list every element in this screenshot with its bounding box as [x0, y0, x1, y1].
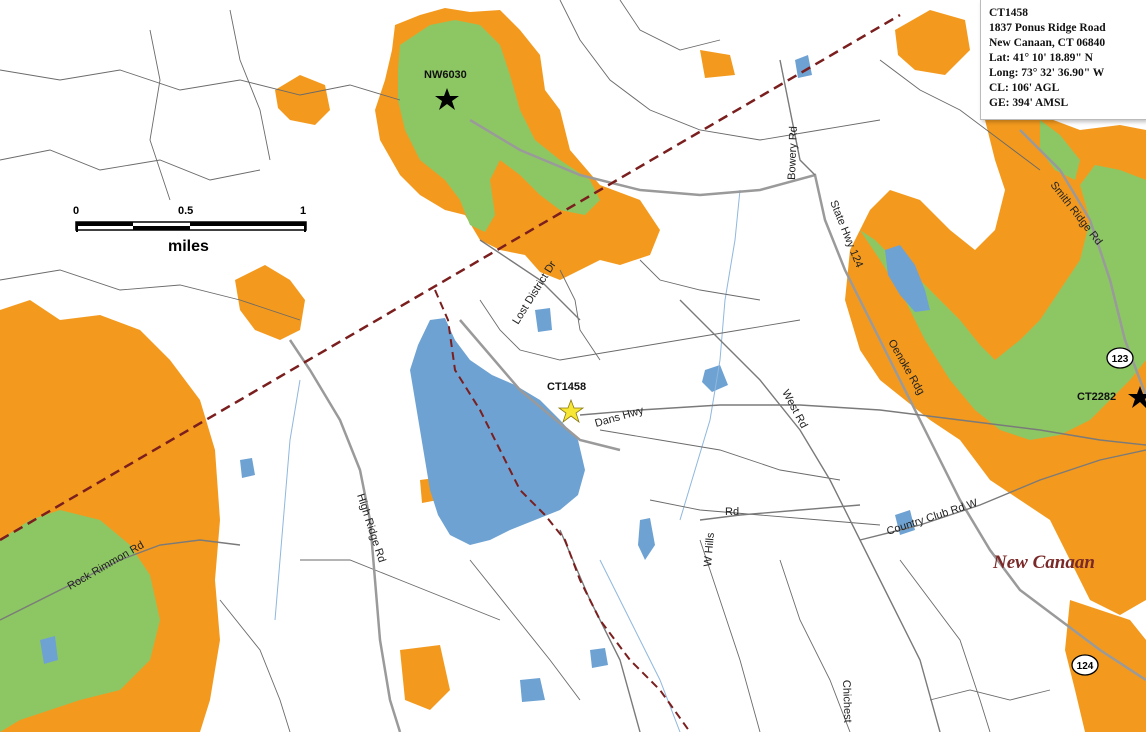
site-nw6030[interactable]: NW6030 [424, 69, 467, 110]
road-minor-3 [149, 29, 171, 201]
road-minor-12 [779, 559, 851, 732]
info-city: New Canaan, CT 06840 [989, 37, 1106, 49]
coverage-orange-nw-blob [275, 75, 330, 125]
road-minor-18 [559, 269, 601, 361]
star-icon-black [435, 88, 459, 110]
lake [410, 318, 585, 545]
label-dans-hwy: Dans Hwy [594, 404, 646, 429]
info-lat: Lat: 41° 10' 18.89" N [989, 52, 1093, 64]
road-w-hills [699, 504, 861, 521]
road-smith-ridge [1019, 129, 1146, 396]
route-shield-123-label: 123 [1112, 354, 1129, 365]
coverage-orange-se [1065, 600, 1146, 732]
road-minor-16 [469, 559, 581, 701]
major-roads [288, 118, 1146, 732]
road-dans-hwy [579, 404, 1146, 446]
label-high-ridge-rd: High Ridge Rd [354, 492, 388, 564]
coverage-green-east-band [1040, 120, 1080, 180]
stream-2 [274, 379, 301, 621]
road-state-hwy-124 [469, 118, 1146, 682]
water-layer [40, 55, 930, 702]
pond-4 [895, 510, 915, 535]
route-shield-124-label: 124 [1077, 661, 1094, 672]
star-icon-black [1128, 386, 1146, 408]
state-boundary-line [0, 13, 901, 542]
info-long: Long: 73° 32' 36.90" W [989, 67, 1105, 79]
town-boundary-line [434, 289, 691, 732]
site-label-ct1458: CT1458 [547, 381, 586, 393]
pond-9 [40, 636, 58, 664]
coverage-orange-small-2 [400, 645, 450, 710]
coverage-orange-top-right [895, 10, 970, 75]
coverage-green-layer [0, 20, 1146, 732]
road-minor-9 [599, 429, 841, 481]
coverage-orange-west-mid [235, 265, 305, 340]
road-minor-13 [899, 559, 991, 732]
road-lost-district [479, 239, 581, 321]
scale-tick-0: 0 [73, 205, 79, 217]
pond-3 [638, 518, 655, 560]
road-minor-8 [879, 59, 1041, 171]
road-minor-7 [619, 0, 721, 51]
coverage-green-west [0, 510, 160, 732]
site-label-nw6030: NW6030 [424, 69, 467, 81]
scale-tick-mid: 0.5 [178, 205, 193, 217]
coverage-green-east [860, 165, 1146, 440]
info-cl: CL: 106' AGL [989, 82, 1060, 94]
road-minor-5 [0, 269, 301, 321]
route-shield-123: 123 [1106, 347, 1134, 369]
stream-1 [679, 189, 741, 521]
road-rock-rimmon [0, 539, 241, 621]
scale-bar: 0 0.5 1 miles [73, 205, 307, 255]
scale-tick-end: 1 [300, 205, 306, 217]
coverage-green-north [398, 20, 600, 232]
road-west-rd [679, 299, 941, 732]
coverage-orange-small-3 [700, 50, 735, 78]
label-w-hills: W Hills [702, 532, 717, 568]
site-label-ct2282: CT2282 [1077, 391, 1116, 403]
town-label-new-canaan: New Canaan [992, 552, 1095, 573]
site-info-box: CT1458 1837 Ponus Ridge Road New Canaan,… [980, 0, 1146, 120]
pond-5 [590, 648, 608, 668]
route-shield-124: 124 [1071, 654, 1099, 676]
stream-3 [599, 559, 681, 732]
star-icon-yellow [557, 398, 585, 424]
label-w-hills-rd: Rd [725, 506, 739, 518]
pond-8 [520, 678, 545, 702]
site-ct2282[interactable]: CT2282 [1077, 386, 1146, 408]
minor-roads [0, 0, 1051, 732]
road-west [459, 319, 621, 452]
label-lost-district-dr: Lost District Dr [510, 259, 559, 327]
pond-6 [795, 55, 812, 78]
info-site-id: CT1458 [989, 7, 1028, 19]
scale-unit-label: miles [168, 238, 209, 255]
stream-layer [274, 189, 741, 732]
road-minor-4 [229, 9, 271, 161]
pond-2 [535, 308, 552, 332]
road-minor-20 [929, 689, 1051, 701]
road-minor-1 [0, 69, 401, 101]
road-bowery [779, 59, 816, 176]
road-country-club [859, 449, 1146, 541]
info-address: 1837 Ponus Ridge Road [989, 22, 1106, 34]
pond-1 [702, 365, 728, 392]
pond-east-1 [885, 245, 930, 312]
road-minor-15 [219, 599, 291, 732]
label-chichester: Chichest [840, 680, 853, 723]
secondary-roads [0, 59, 1146, 732]
road-minor-6 [559, 0, 881, 141]
info-ge: GE: 394' AMSL [989, 97, 1069, 109]
road-minor-14 [300, 559, 501, 621]
road-minor-19 [639, 259, 761, 301]
road-minor-10 [649, 499, 881, 526]
pond-7 [240, 458, 255, 478]
road-minor-11 [699, 539, 761, 732]
road-minor-2 [0, 149, 261, 181]
label-bowery-rd: Bowery Rd [786, 126, 800, 180]
road-minor-17 [479, 299, 801, 361]
site-ct1458[interactable]: CT1458 [547, 381, 586, 424]
road-high-ridge [288, 339, 402, 732]
